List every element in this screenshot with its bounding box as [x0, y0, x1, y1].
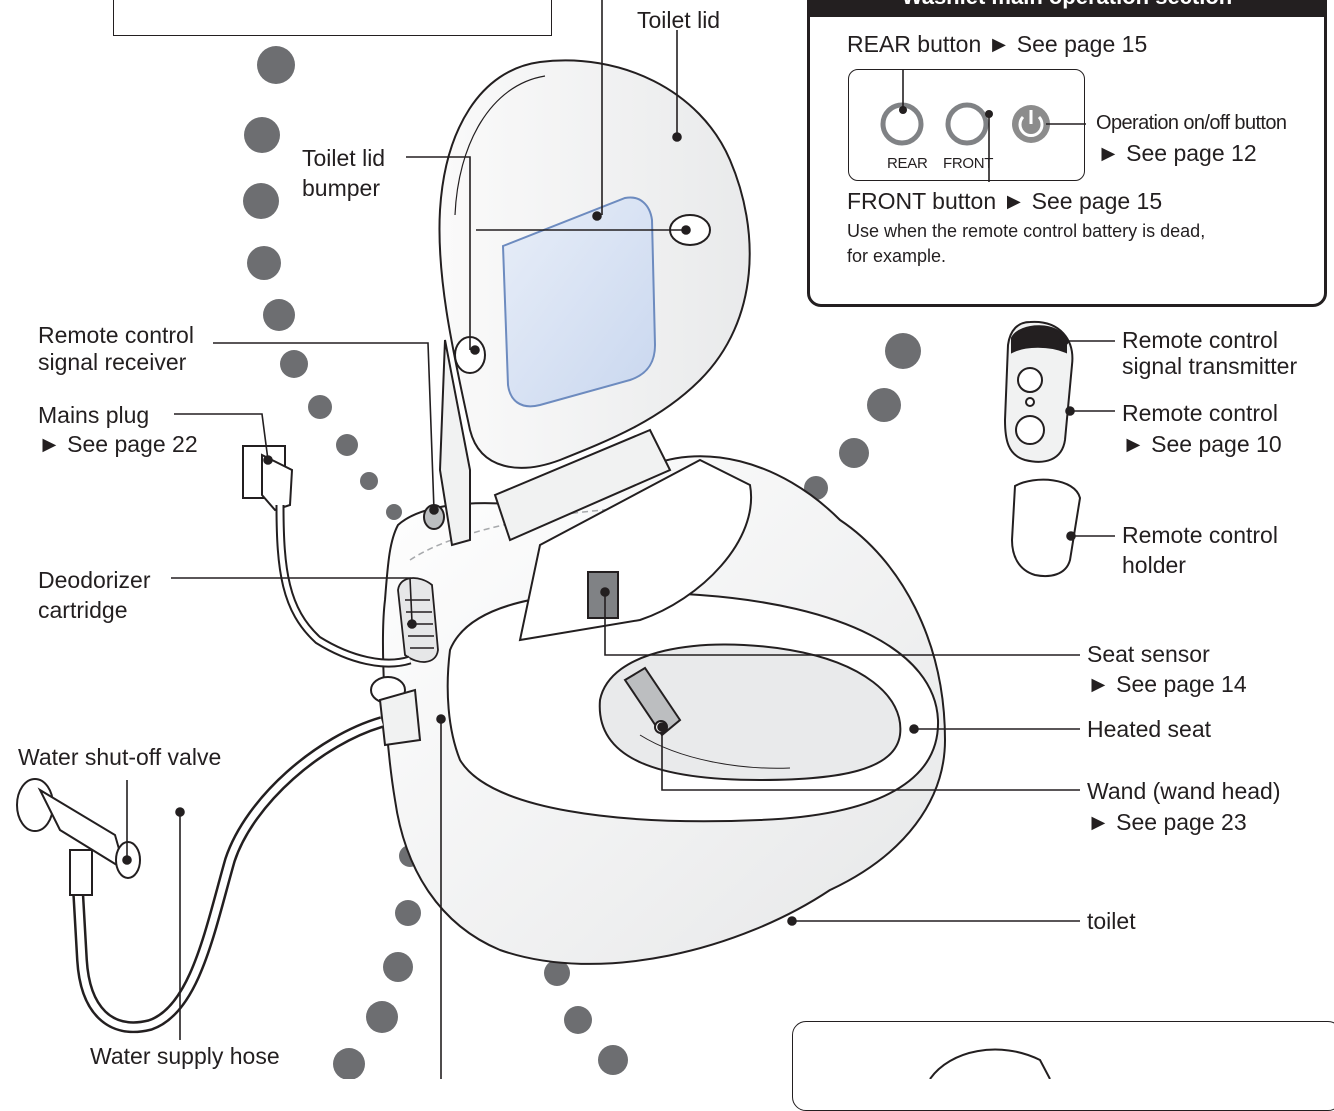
remote-transmitter-label-2: signal transmitter: [1122, 351, 1297, 381]
wand-label-2: ► See page 23: [1087, 807, 1247, 837]
toilet-lid-bumper-label-1: Toilet lid: [302, 143, 385, 173]
remote-receiver-label-2: signal receiver: [38, 347, 186, 377]
onoff-button-caption-2: ► See page 12: [1097, 138, 1257, 168]
indicator-box: indicator: [113, 0, 552, 36]
operation-panel-title: Washlet main operation section: [810, 0, 1324, 17]
remote-holder-label-1: Remote control: [1122, 520, 1278, 550]
water-valve-label: Water shut-off valve: [18, 742, 221, 772]
operation-panel: Washlet main operation section REAR butt…: [807, 0, 1327, 307]
remote-receiver-label-1: Remote control: [38, 320, 194, 350]
rear-button-caption: REAR button ► See page 15: [847, 29, 1147, 59]
front-button-label: FRONT: [943, 155, 993, 173]
bottom-panel: [792, 1021, 1334, 1111]
toilet-lid: [439, 60, 749, 467]
onoff-button-caption-1: Operation on/off button: [1096, 108, 1286, 138]
panel-note-1: Use when the remote control battery is d…: [847, 219, 1205, 243]
front-button-caption: FRONT button ► See page 15: [847, 186, 1162, 216]
toilet-lid-label: Toilet lid: [637, 5, 720, 35]
remote-control-label-1: Remote control: [1122, 398, 1278, 428]
toilet-label: toilet: [1087, 906, 1136, 936]
indicator-label: indicator: [138, 0, 225, 2]
remote-holder-label-2: holder: [1122, 550, 1186, 580]
button-cluster: REAR FRONT: [848, 69, 1085, 181]
deodorizer-label-1: Deodorizer: [38, 565, 151, 595]
heated-seat-label: Heated seat: [1087, 714, 1211, 744]
panel-note-2: for example.: [847, 244, 946, 268]
toilet-lid-bumper-label-2: bumper: [302, 173, 380, 203]
rear-button-label: REAR: [887, 155, 927, 173]
water-hose-label: Water supply hose: [90, 1041, 280, 1071]
seat-sensor-label-2: ► See page 14: [1087, 669, 1247, 699]
mains-plug-label-2: ► See page 22: [38, 429, 198, 459]
wand-label-1: Wand (wand head): [1087, 776, 1280, 806]
mains-plug-label-1: Mains plug: [38, 400, 149, 430]
deodorizer-grille: [398, 578, 438, 662]
seat-sensor-label-1: Seat sensor: [1087, 639, 1210, 669]
remote-control-label-2: ► See page 10: [1122, 429, 1282, 459]
deodorizer-label-2: cartridge: [38, 595, 127, 625]
front-button-icon[interactable]: [948, 105, 986, 143]
power-button-icon[interactable]: [1012, 105, 1050, 143]
